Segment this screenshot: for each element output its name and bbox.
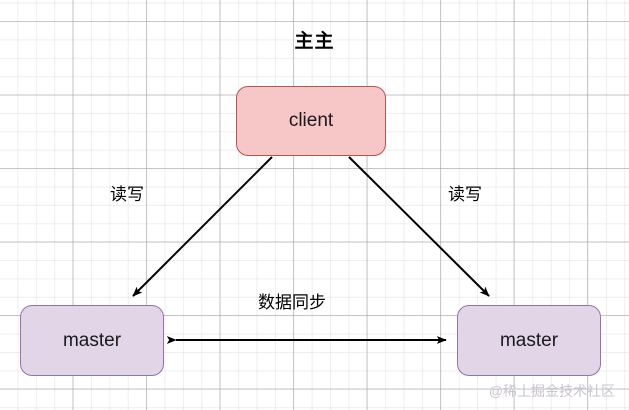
edge-label-client-to-master-right: 读写	[448, 185, 482, 204]
watermark: @稀土掘金技术社区	[488, 383, 615, 399]
node-master-right-label: master	[499, 329, 559, 351]
edge-label-master-sync: 数据同步	[258, 293, 326, 312]
diagram-title: 主主	[294, 31, 335, 52]
node-client[interactable]: client	[236, 86, 386, 156]
edge-label-client-to-master-left: 读写	[110, 185, 144, 204]
node-master-left-label: master	[62, 329, 122, 351]
node-master-right[interactable]: master	[457, 305, 601, 376]
node-master-left[interactable]: master	[20, 305, 164, 376]
node-client-label: client	[288, 110, 334, 131]
edge-client-to-master-right	[348, 156, 490, 297]
edge-client-to-master-left	[132, 156, 273, 297]
